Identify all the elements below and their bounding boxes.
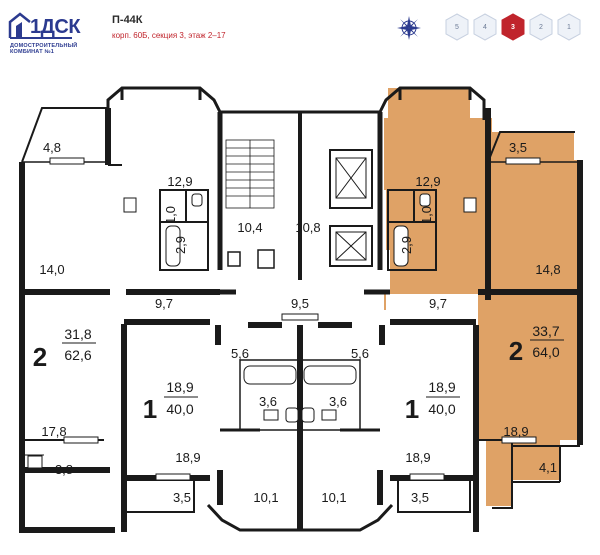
apartment-room-count: 1 bbox=[405, 394, 419, 424]
section-3-button[interactable]: 3 bbox=[500, 13, 526, 41]
area-bath-right: 2,9 bbox=[399, 236, 414, 254]
apartment-right-2room-highlighted[interactable]: 2 33,7 64,0 bbox=[509, 323, 564, 366]
section-hex-icon bbox=[529, 13, 553, 41]
apartment-left-2room[interactable]: 2 31,8 62,6 bbox=[33, 326, 96, 372]
elevator-icons bbox=[335, 157, 367, 261]
walls bbox=[19, 86, 583, 533]
apartment-living-area: 18,9 bbox=[166, 379, 193, 395]
area-loggia-left: 3,8 bbox=[55, 462, 73, 477]
area-room-1a: 18,9 bbox=[175, 450, 200, 465]
area-corridor-left: 5,6 bbox=[231, 346, 249, 361]
area-balcony-bottom-right: 3,5 bbox=[411, 490, 429, 505]
logo-text: 1ДСК bbox=[30, 16, 81, 38]
area-corridor-right: 5,6 bbox=[351, 346, 369, 361]
section-label: 2 bbox=[539, 23, 543, 31]
series-title: П-44К bbox=[112, 14, 143, 26]
section-4-button[interactable]: 4 bbox=[472, 13, 498, 41]
area-kitchen-right: 18,9 bbox=[503, 424, 528, 439]
apartment-total-area: 40,0 bbox=[428, 401, 455, 417]
logo-house-icon bbox=[8, 12, 72, 39]
area-hall-left: 9,7 bbox=[155, 296, 173, 311]
area-room-right: 14,8 bbox=[535, 262, 560, 277]
apartment-total-area: 64,0 bbox=[532, 344, 559, 360]
area-wc-left: 1,0 bbox=[163, 206, 178, 224]
section-label: 1 bbox=[567, 23, 571, 31]
area-balcony-bottom-left: 3,5 bbox=[173, 490, 191, 505]
area-hall-center: 9,5 bbox=[291, 296, 309, 311]
section-label: 4 bbox=[483, 23, 487, 31]
apartment-room-count: 1 bbox=[143, 394, 157, 424]
apartment-center-right-1room[interactable]: 1 18,9 40,0 bbox=[405, 379, 460, 424]
area-bath-left: 2,9 bbox=[173, 236, 188, 254]
area-balcony-top-left: 4,8 bbox=[43, 140, 61, 155]
section-hex-icon bbox=[473, 13, 497, 41]
apartment-center-left-1room[interactable]: 1 18,9 40,0 bbox=[143, 379, 198, 424]
section-hex-icon bbox=[557, 13, 581, 41]
area-kitchen-center-right: 10,1 bbox=[321, 490, 346, 505]
room-area-labels: 4,8 12,9 1,0 2,9 10,4 10,8 12,9 1,0 2,9 … bbox=[39, 140, 560, 505]
area-wc-right: 1,0 bbox=[419, 206, 434, 224]
building-subtitle: корп. 60Б, секция 3, этаж 2–17 bbox=[112, 31, 226, 40]
area-stair: 10,4 bbox=[237, 220, 262, 235]
area-elevator-hall: 10,8 bbox=[295, 220, 320, 235]
section-1-button[interactable]: 1 bbox=[556, 13, 582, 41]
apartment-total-area: 40,0 bbox=[166, 401, 193, 417]
highlighted-apartment[interactable] bbox=[384, 88, 580, 506]
area-balcony-top-right: 3,5 bbox=[509, 140, 527, 155]
apartment-living-area: 18,9 bbox=[428, 379, 455, 395]
section-hex-active-icon bbox=[501, 13, 525, 41]
section-hex-icon bbox=[445, 13, 469, 41]
area-bath-small-left: 3,6 bbox=[259, 394, 277, 409]
apartment-living-area: 31,8 bbox=[64, 326, 91, 342]
area-hall-right: 9,7 bbox=[429, 296, 447, 311]
windows bbox=[49, 157, 541, 481]
apartment-living-area: 33,7 bbox=[532, 323, 559, 339]
apartment-total-area: 62,6 bbox=[64, 347, 91, 363]
apartment-room-count: 2 bbox=[33, 342, 47, 372]
area-loggia-right: 4,1 bbox=[539, 460, 557, 475]
staircase bbox=[225, 139, 275, 269]
section-5-button[interactable]: 5 bbox=[444, 13, 470, 41]
section-label: 3 bbox=[511, 23, 515, 31]
apartment-room-count: 2 bbox=[509, 336, 523, 366]
company-logo: 1ДСК ДОМОСТРОИТЕЛЬНЫЙ КОМБИНАТ №1 bbox=[6, 10, 81, 58]
section-label: 5 bbox=[455, 23, 459, 31]
area-room-1b: 18,9 bbox=[405, 450, 430, 465]
area-bathroom-right: 12,9 bbox=[415, 174, 440, 189]
area-kitchen-center-left: 10,1 bbox=[253, 490, 278, 505]
area-kitchen-left: 17,8 bbox=[41, 424, 66, 439]
bathroom-fixtures bbox=[27, 193, 477, 469]
area-room-left: 14,0 bbox=[39, 262, 64, 277]
compass-rose-icon bbox=[397, 16, 421, 40]
logo-subtitle: ДОМОСТРОИТЕЛЬНЫЙ КОМБИНАТ №1 bbox=[10, 43, 78, 55]
section-2-button[interactable]: 2 bbox=[528, 13, 554, 41]
section-selector: 5 4 3 2 1 bbox=[442, 13, 592, 43]
area-bath-small-right: 3,6 bbox=[329, 394, 347, 409]
area-bathroom-left: 12,9 bbox=[167, 174, 192, 189]
